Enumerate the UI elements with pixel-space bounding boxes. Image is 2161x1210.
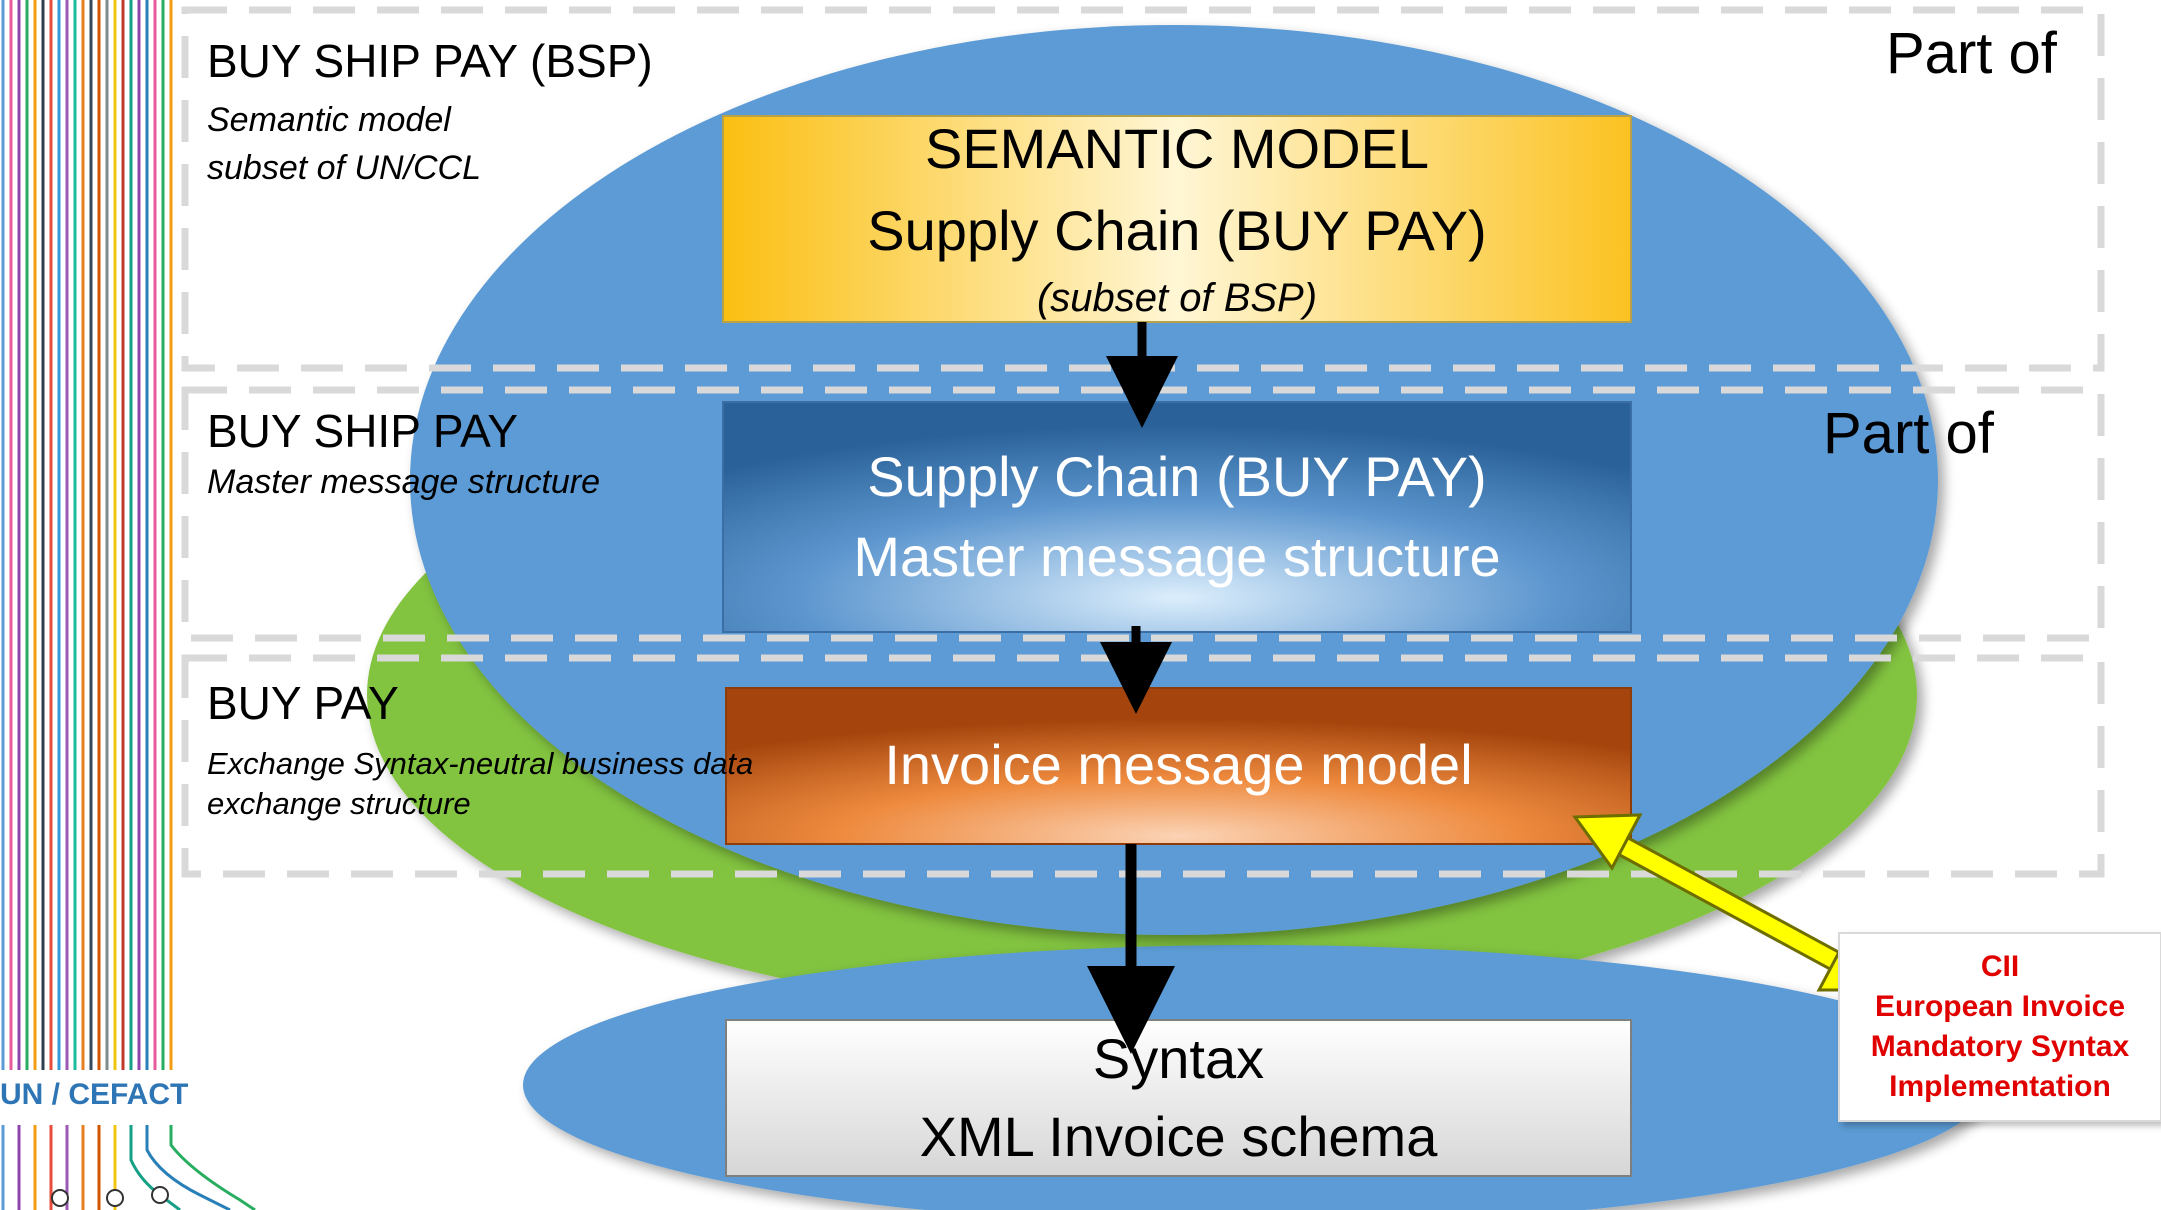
bottom-layer-subtitle-1: Exchange Syntax-neutral business data xyxy=(207,746,754,781)
syntax-box xyxy=(725,1019,1632,1177)
callout-line3: Mandatory Syntax xyxy=(1870,1030,2130,1063)
semantic-model-box xyxy=(722,115,1632,323)
bottom-layer-title: BUY PAY xyxy=(207,677,399,729)
master-structure-box xyxy=(722,401,1632,633)
invoice-model-line1: Invoice message model xyxy=(884,733,1473,796)
top-layer-title: BUY SHIP PAY (BSP) xyxy=(207,35,653,87)
semantic-model-text: SEMANTIC MODEL Supply Chain (BUY PAY) (s… xyxy=(723,116,1631,322)
middle-layer-title: BUY SHIP PAY xyxy=(207,405,519,457)
invoice-model-box xyxy=(725,687,1632,845)
callout-line4: Implementation xyxy=(1889,1070,2111,1103)
master-structure-text: Supply Chain (BUY PAY) Master message st… xyxy=(723,402,1631,632)
top-part-of-label: Part of xyxy=(1886,21,2057,86)
middle-part-of-label: Part of xyxy=(1823,401,1994,466)
syntax-line2: XML Invoice schema xyxy=(919,1105,1438,1168)
callout-line1: CII xyxy=(1980,950,2020,983)
top-layer-subtitle-2: subset of UN/CCL xyxy=(207,149,481,187)
top-layer-subtitle-1: Semantic model xyxy=(207,101,451,139)
invoice-model-text: Invoice message model xyxy=(726,688,1631,844)
syntax-line1: Syntax xyxy=(1092,1027,1265,1090)
master-structure-line1: Supply Chain (BUY PAY) xyxy=(867,445,1487,508)
semantic-model-line3: (subset of BSP) xyxy=(1036,276,1318,320)
callout-line2: European Invoice xyxy=(1874,990,2126,1023)
decorative-lines xyxy=(1,0,256,1210)
bottom-layer-frame xyxy=(181,654,2105,878)
semantic-model-line2: Supply Chain (BUY PAY) xyxy=(867,199,1487,262)
middle-layer-subtitle: Master message structure xyxy=(207,463,601,501)
uncefact-logo-text: UN / CEFACT xyxy=(0,1078,189,1111)
master-structure-line2: Master message structure xyxy=(853,525,1501,588)
bottom-layer-subtitle-2: exchange structure xyxy=(207,786,471,821)
cii-callout: CII European Invoice Mandatory Syntax Im… xyxy=(1838,932,2161,1122)
syntax-text: Syntax XML Invoice schema xyxy=(726,1020,1631,1176)
semantic-model-line1: SEMANTIC MODEL xyxy=(924,117,1430,180)
